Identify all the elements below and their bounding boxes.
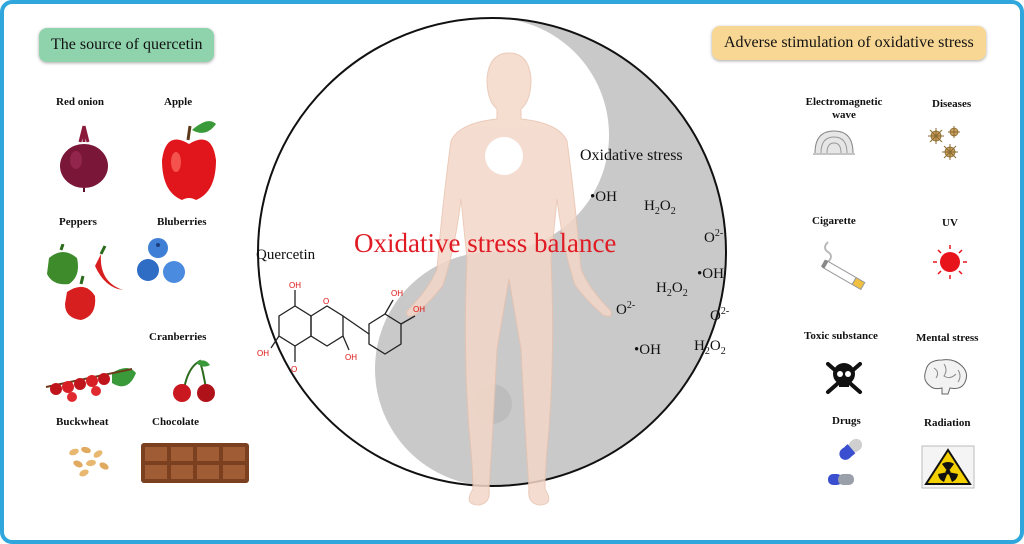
adverse-stimulation-tag: Adverse stimulation of oxidative stress: [712, 26, 986, 60]
blueberries-icon: [137, 238, 185, 283]
virus-icon: [928, 126, 960, 160]
heart-spot: [485, 137, 523, 175]
cherries-icon: [173, 359, 215, 402]
cigarette-label: Cigarette: [812, 215, 856, 227]
uv-sun-icon: [933, 245, 967, 279]
molecule-oh-3: OH: [345, 353, 357, 362]
hydrogen-peroxide-1: H2O2: [644, 198, 676, 217]
chocolate-label: Chocolate: [152, 416, 200, 428]
chocolate-icon: [141, 443, 249, 483]
hydroxyl-radical-3: •OH: [634, 342, 661, 358]
hydroxyl-radical-1: •OH: [590, 189, 617, 205]
capsule-icon: [828, 438, 863, 485]
uv-label: UV: [942, 217, 958, 229]
molecule-o-ring: O: [323, 297, 329, 306]
buckwheat-label: Buckwheat: [56, 416, 109, 428]
oxidative-stress-label: Oxidative stress: [580, 147, 683, 164]
apple-label: Apple: [164, 96, 193, 108]
apple-icon: [162, 121, 216, 200]
superoxide-1: O2-: [704, 228, 724, 246]
electromagnetic-wave-icon: [813, 130, 855, 155]
molecule-oh-1: OH: [289, 281, 301, 290]
diseases-label: Diseases: [932, 98, 972, 110]
toxic-substance-label: Toxic substance: [804, 330, 878, 342]
radiation-icon: [921, 445, 975, 489]
cranberries-icon: [45, 368, 136, 402]
hydrogen-peroxide-3: H2O2: [694, 338, 726, 357]
radiation-label: Radiation: [924, 417, 971, 429]
superoxide-2: O2-: [616, 300, 636, 318]
electromagnetic-wave-label: Electromagnetic wave: [805, 96, 883, 121]
peppers-icon: [47, 244, 123, 320]
molecule-oh-4: OH: [391, 289, 403, 298]
cigarette-icon: [820, 241, 866, 290]
peppers-label: Peppers: [59, 216, 97, 228]
brain-icon: [924, 359, 968, 395]
blueberries-label: Bluberries: [157, 216, 207, 228]
mental-stress-label: Mental stress: [916, 332, 979, 344]
quercetin-molecule: OH OH O O OH OH OH: [257, 281, 425, 374]
center-title: Oxidative stress balance: [354, 228, 617, 258]
quercetin-label: Quercetin: [256, 247, 316, 263]
buckwheat-icon: [69, 446, 109, 477]
human-body-silhouette: [406, 52, 612, 506]
skull-crossbones-icon: [826, 362, 862, 394]
molecule-oh-5: OH: [413, 305, 425, 314]
red-onion-label: Red onion: [56, 96, 104, 108]
molecule-oh-2: OH: [257, 349, 269, 358]
drugs-label: Drugs: [832, 415, 861, 427]
source-of-quercetin-tag: The source of quercetin: [39, 28, 215, 62]
hydroxyl-radical-2: •OH: [697, 266, 724, 282]
molecule-o-keto: O: [291, 365, 297, 374]
red-onion-icon: [60, 125, 108, 192]
hydrogen-peroxide-2: H2O2: [656, 280, 688, 299]
superoxide-3: O2-: [710, 306, 730, 324]
cranberries-label: Cranberries: [149, 331, 207, 343]
